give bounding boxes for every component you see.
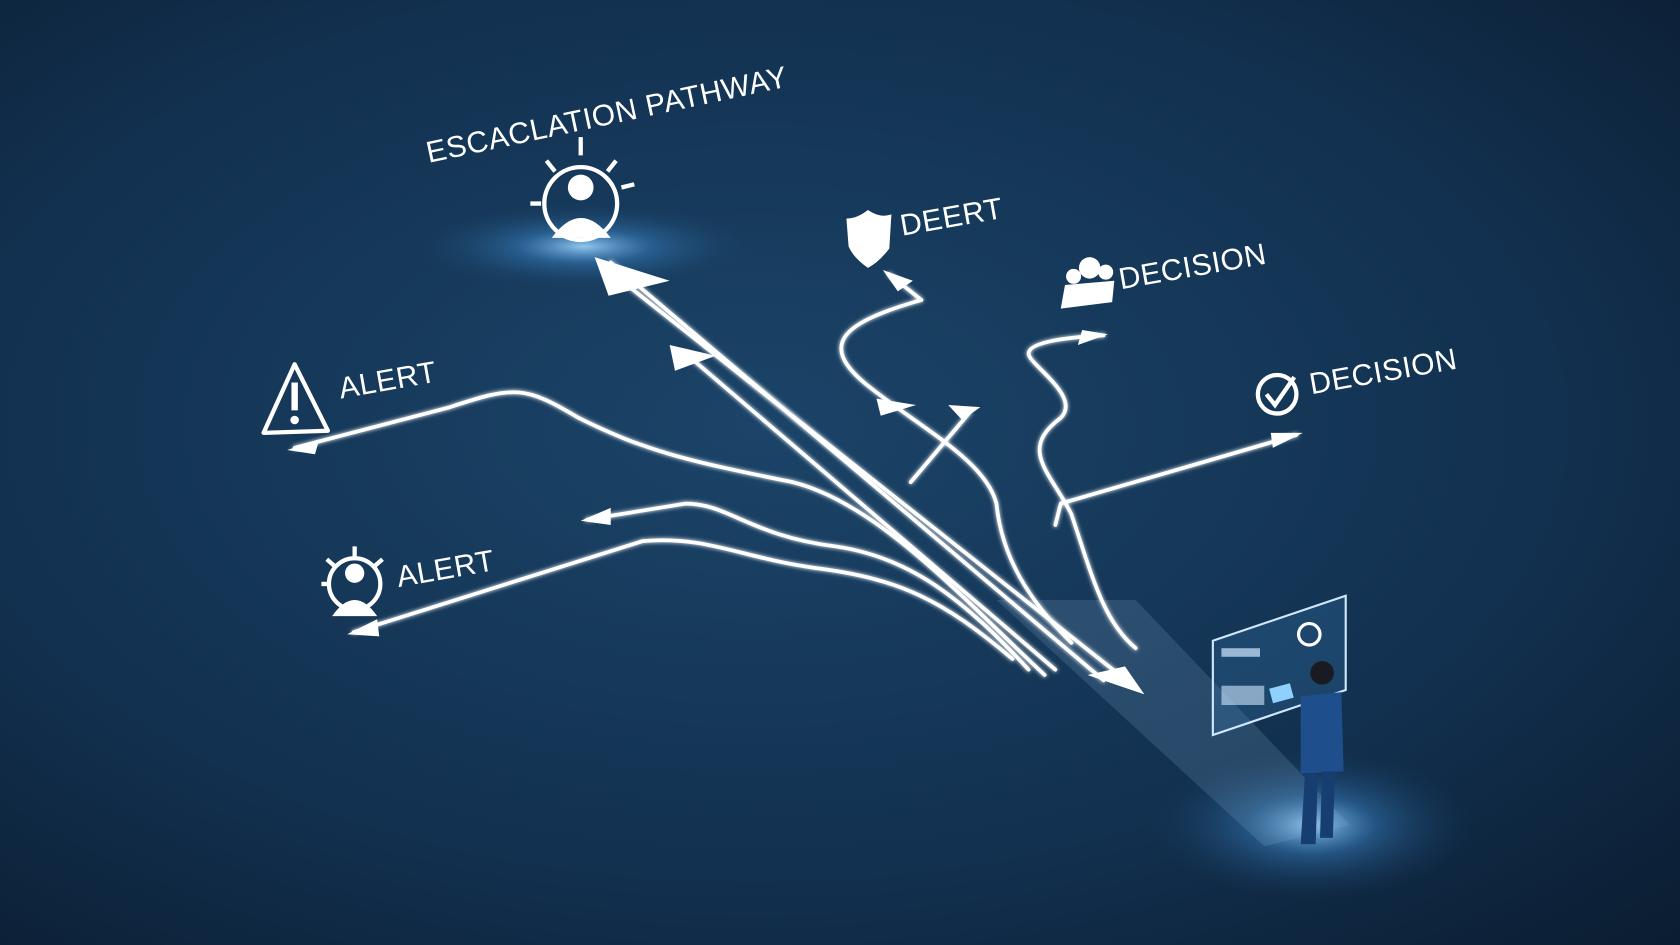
arrowhead bbox=[347, 619, 380, 637]
team-icon bbox=[1060, 257, 1115, 309]
arrowhead bbox=[948, 405, 981, 420]
path-alert-bottom bbox=[351, 538, 1015, 661]
person-alert-icon bbox=[321, 546, 384, 617]
warning-icon bbox=[261, 362, 330, 435]
path-blue bbox=[683, 351, 1058, 672]
escalation-path bbox=[608, 260, 1106, 683]
arrowhead bbox=[287, 439, 320, 455]
arrowhead-escalation bbox=[594, 257, 670, 296]
path-decision-check bbox=[1053, 433, 1299, 527]
path-decision-team bbox=[1026, 333, 1138, 651]
light-beam bbox=[996, 600, 1350, 847]
escalation-path-red bbox=[603, 265, 1122, 677]
path-branch bbox=[908, 410, 972, 485]
arrowhead bbox=[876, 398, 917, 416]
arrowhead bbox=[1077, 330, 1108, 345]
person-figure bbox=[1269, 661, 1344, 845]
path-alert-top bbox=[292, 390, 1047, 677]
arrowhead bbox=[1270, 432, 1303, 448]
glow-top bbox=[412, 203, 756, 290]
arrowhead bbox=[669, 345, 716, 371]
shield-icon bbox=[846, 210, 892, 268]
arrowhead bbox=[882, 270, 913, 292]
check-clock-icon bbox=[1255, 372, 1299, 416]
arrowhead-down bbox=[1087, 666, 1145, 695]
arrowhead bbox=[580, 507, 611, 525]
path-deert bbox=[839, 272, 1074, 645]
path-mid bbox=[585, 501, 1031, 672]
person-alert-icon bbox=[530, 137, 635, 243]
